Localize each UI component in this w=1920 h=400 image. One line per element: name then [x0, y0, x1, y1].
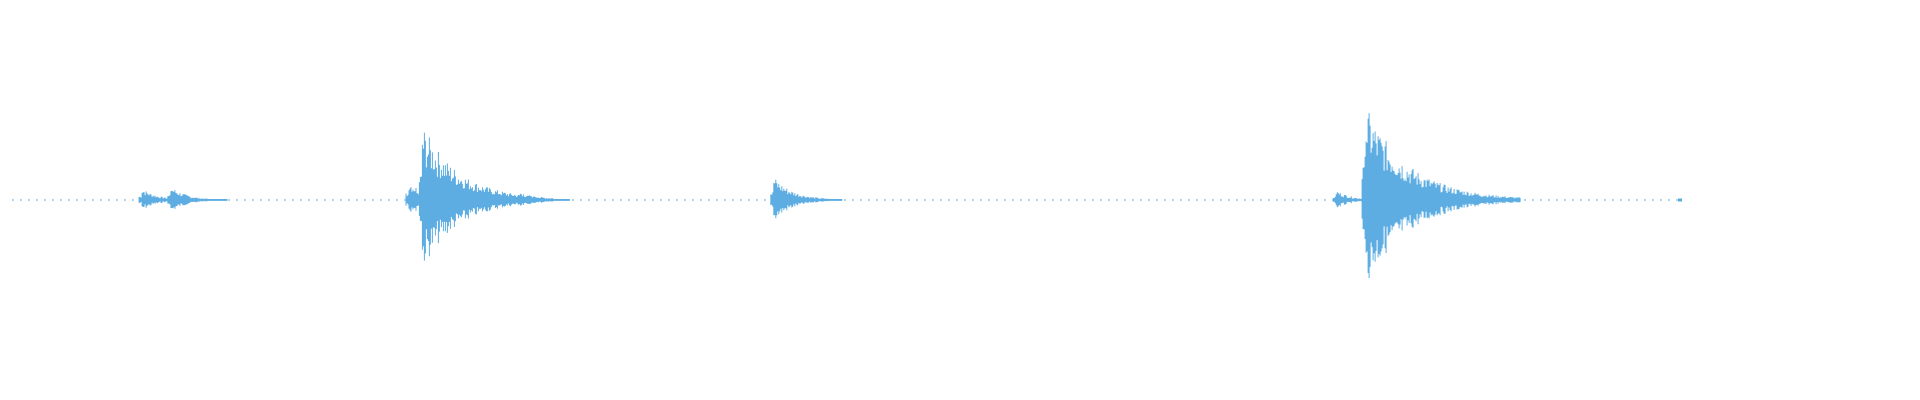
waveform-peak-shape [514, 193, 570, 206]
waveform-peak-shape [167, 190, 228, 209]
waveform-peak-shape [418, 132, 554, 261]
waveform-peak [418, 132, 554, 261]
waveform-peak [1361, 113, 1521, 279]
waveform-peak [514, 193, 570, 206]
waveform-peak-shape [1361, 113, 1521, 279]
waveform-peak [167, 190, 228, 209]
waveform-peak-shape [770, 179, 843, 219]
waveform-peak [770, 179, 843, 219]
waveform-end-marker [1678, 198, 1682, 202]
waveform-peaks [138, 113, 1682, 279]
